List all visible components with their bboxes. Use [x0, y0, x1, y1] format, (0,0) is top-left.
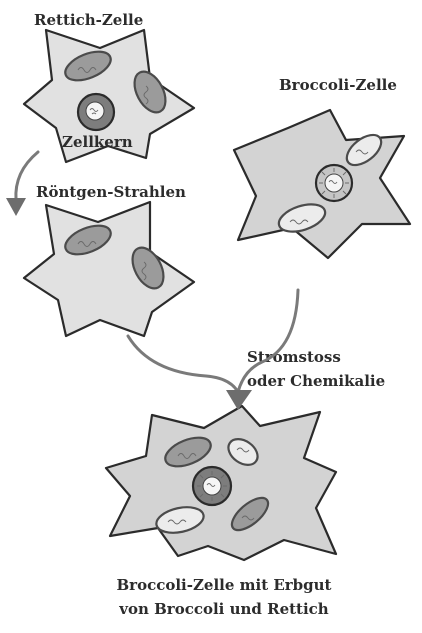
xray-arrow: [6, 152, 38, 216]
irradiated-radish-cell: [24, 202, 194, 336]
irradiated-cell-membrane: [24, 202, 194, 336]
radish-nucleus: [78, 94, 114, 130]
result-label-line2: von Broccoli und Rettich: [118, 600, 329, 618]
chemical-label: oder Chemikalie: [247, 372, 385, 390]
broccoli-cell: [234, 110, 410, 258]
broccoli-nucleus: [316, 165, 352, 201]
radish-cell: Zellkern: [24, 30, 194, 162]
xray-label: Röntgen-Strahlen: [36, 183, 186, 201]
broccoli-cell-label: Broccoli-Zelle: [279, 76, 397, 94]
radish-cell-label: Rettich-Zelle: [34, 11, 143, 29]
nucleus-label: Zellkern: [62, 133, 133, 151]
fusion-arrowhead: [226, 390, 252, 410]
hybrid-nucleus: [193, 467, 231, 505]
left-fusion-line: [128, 336, 238, 392]
hybrid-cell: [106, 406, 336, 560]
result-label-line1: Broccoli-Zelle mit Erbgut: [116, 576, 331, 594]
